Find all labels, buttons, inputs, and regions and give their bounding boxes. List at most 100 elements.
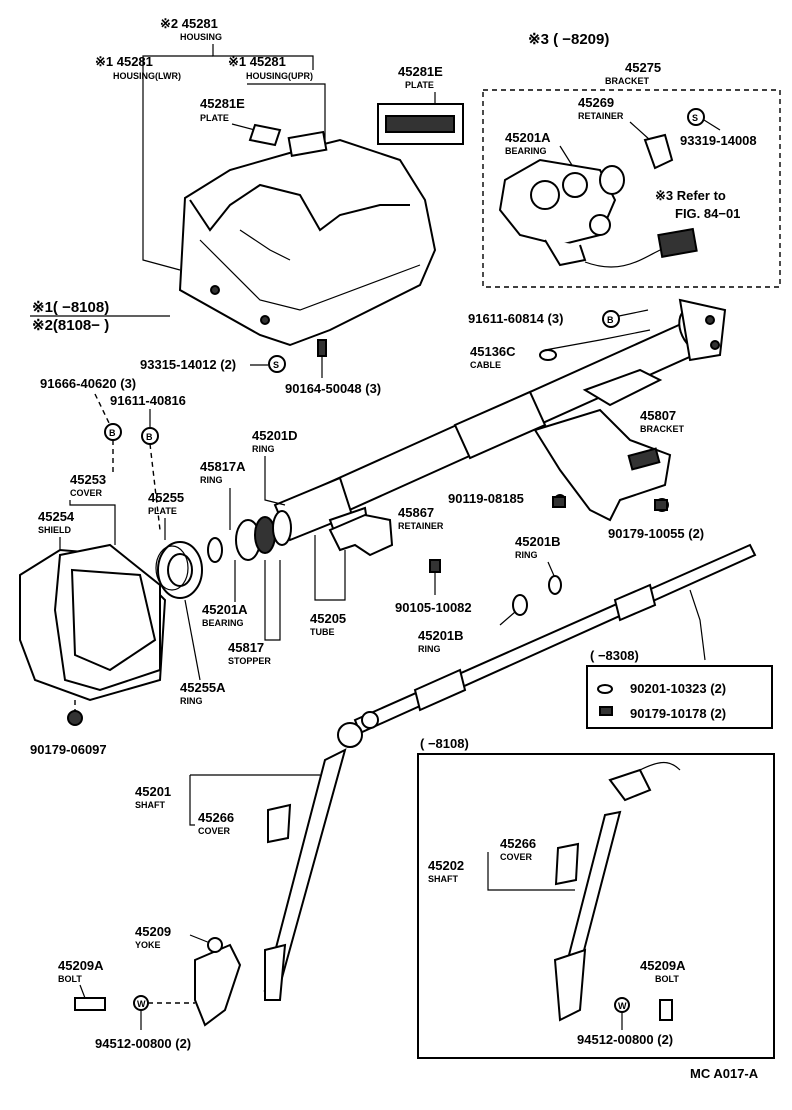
screw-90164-shape [317,339,327,357]
box-8108-header: ( −8108) [420,736,469,751]
nut-90179-10178-label: 90179-10178 (2) [630,706,726,721]
bracket-45275-name: BRACKET [605,76,650,86]
ring-45255a-part-number: 45255A [180,680,226,695]
s-symbol-93315 [268,355,286,373]
cover-45266-part-number: 45266 [198,810,234,825]
s-symbol-93319 [687,108,705,126]
washer-94512-box-label: 94512-00800 (2) [577,1032,673,1047]
ring-45201b-part-number: 45201B [418,628,464,643]
cable-name: CABLE [470,360,501,370]
shield-part-number: 45254 [38,509,75,524]
leader-line [212,44,314,70]
tube-name: TUBE [310,627,335,637]
stopper-name: STOPPER [228,656,271,666]
ring-45201b-top-name: RING [515,550,538,560]
plate-name: PLATE [405,80,434,90]
bracket-45807-part-number: 45807 [640,408,676,423]
nut-90119-label: 90119-08185 [448,491,524,506]
cable-part-number: 45136C [470,344,516,359]
note3-dashed-box [482,89,781,288]
shaft-45202-name: SHAFT [428,874,458,884]
shaft-45201-name: SHAFT [135,800,165,810]
refer-to-line2: FIG. 84−01 [675,206,740,221]
note3-header: ※3 ( −8209) [528,31,609,48]
shield-cover-assembly: 90179-06097 45255A RING [19,541,226,757]
fasteners-top: 91611-60814 (3) B 45136C CABLE 93315-140… [140,309,649,396]
nut-90179-10055-label: 90179-10055 (2) [608,526,704,541]
shaft-45201-part-number: 45201 [135,784,171,799]
note3-group: ※3 ( −8209) 45275 BRACKET 45269 RETAINER… [482,31,781,288]
screw-93315-label: 93315-14012 (2) [140,357,236,372]
tube-part-number: 45205 [310,611,346,626]
yoke-name: YOKE [135,940,161,950]
b-symbol-letter: B [146,432,153,442]
yoke-group: 45209 YOKE 45209A BOLT W 94512-00800 (2) [58,924,242,1051]
plate-45255-name: PLATE [148,506,177,516]
bolt-45209a-part-number: 45209A [58,958,104,973]
s-symbol-letter: S [692,113,698,123]
ring-45817a-part-number: 45817A [200,459,246,474]
ignition-lock-assembly [498,158,698,268]
bearing-top-part-number: 45201A [505,130,551,145]
ring-45817a-shape [207,537,223,563]
nut-90179-06097-label: 90179-06097 [30,742,107,757]
b-symbol-letter: B [607,315,614,325]
shield-name: SHIELD [38,525,72,535]
cover-45266-box-shape [554,842,580,886]
cover-45253-name: COVER [70,488,103,498]
bolt-45209a-box-name: BOLT [655,974,679,984]
housing-lwr-name: HOUSING(LWR) [113,71,181,81]
box-8308: ( −8308) 90201-10323 (2) 90179-10178 (2) [586,648,773,729]
bracket-45275-part-number: 45275 [625,60,661,75]
b-symbol-letter: B [109,428,116,438]
b-symbol-91611 [602,310,620,328]
cover-45266-box-part-number: 45266 [500,836,536,851]
tube-retainer: 45205 TUBE 90105-10082 [310,496,668,637]
housing-part-number: ※2 45281 [160,16,218,31]
figure-code: MC A017-A [690,1066,759,1081]
intermediate-shaft [337,543,757,748]
box-8308-header: ( −8308) [590,648,639,663]
note2-text: ※2(8108− ) [32,317,109,334]
bearing-45201a-part-number: 45201A [202,602,248,617]
note1-text: ※1( −8108) [32,299,109,316]
fasteners-left: 91666-40620 (3) 91611-40816 B B [40,376,186,531]
shaft-45202-part-number: 45202 [428,858,464,873]
plate-45255-part-number: 45255 [148,490,184,505]
bolt-91611-40816-label: 91611-40816 [110,393,186,408]
rings-bearing-stopper: 45201A BEARING 45817 STOPPER [202,510,292,666]
screw-90105-label: 90105-10082 [395,600,472,615]
bearing-45201a-name: BEARING [202,618,244,628]
washer-90201-label: 90201-10323 (2) [630,681,726,696]
nut-90179-06097-shape [67,710,83,726]
housing-plate-name: PLATE [200,113,229,123]
leader-line [142,55,213,84]
notes-group: ※1( −8108) ※2(8108− ) [30,299,170,334]
housing-upr-name: HOUSING(UPR) [246,71,313,81]
housing-plate-shape [248,123,282,147]
housing-upr-part-number: ※1 45281 [228,54,286,69]
bolt-shape [74,997,106,1011]
ring-45817a-name: RING [200,475,223,485]
leader-line [142,84,181,271]
ring-d-part-number: 45201D [252,428,298,443]
housing-lwr-part-number: ※1 45281 [95,54,153,69]
column-labels: 45201D RING 45807 BRACKET 45817A RING 45… [38,408,704,579]
housing-label-group: ※2 45281 HOUSING ※1 45281 HOUSING(LWR) ※… [95,16,326,271]
cover-45266-box-name: COVER [500,852,533,862]
bearing-top-name: BEARING [505,146,547,156]
stopper-part-number: 45817 [228,640,264,655]
cover-45266-shape [267,803,292,844]
washer-94512-label: 94512-00800 (2) [95,1036,191,1051]
w-symbol-letter: W [618,1001,627,1011]
leader-line [231,123,256,131]
plate-45281e-group: 45281E PLATE [377,64,464,145]
box-8108: ( −8108) 45266 COVER 45202 SHAFT 45209A … [417,736,775,1059]
ring-45201b-name: RING [418,644,441,654]
retainer-45867-part-number: 45867 [398,505,434,520]
retainer-45269-name: RETAINER [578,111,624,121]
ring-45201b-top-part-number: 45201B [515,534,561,549]
ring-45255a-name: RING [180,696,203,706]
housing-drawing [178,123,437,347]
